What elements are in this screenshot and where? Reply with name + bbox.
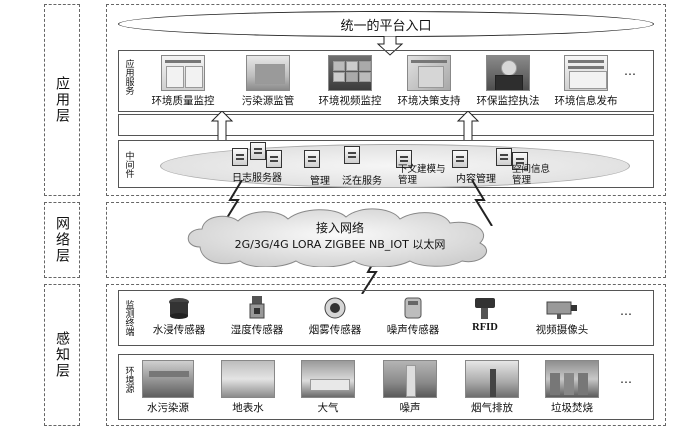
network-layer-frame (44, 202, 80, 278)
interface-arrow (210, 111, 234, 141)
monitoring-terminals-box (118, 290, 654, 346)
sensor-label: RFID (472, 322, 498, 333)
incineration-photo-icon (545, 360, 599, 398)
middleware-label: 中间件 (123, 150, 134, 178)
info-site-screenshot-icon (564, 55, 608, 91)
decision-map-screenshot-icon (407, 55, 451, 91)
camera-icon (546, 301, 577, 319)
rfid-reader-icon (475, 298, 495, 319)
sources-more: … (620, 372, 633, 386)
sensor-tile: 水浸传感器 (144, 296, 214, 337)
sensor-tile: 噪声传感器 (378, 296, 448, 337)
access-network-protocols: 2G/3G/4G LORA ZIGBEE NB_IOT 以太网 (234, 238, 446, 251)
sensor-label: 水浸传感器 (152, 324, 206, 336)
sensor-label: 烟雾传感器 (308, 324, 362, 336)
sensors-more: … (620, 304, 633, 318)
server-icon (512, 152, 528, 170)
network-content-frame (106, 202, 666, 278)
access-network-cloud (187, 208, 487, 267)
portal-arrow (376, 36, 404, 56)
app-service-tile: 环境质量监控 (148, 55, 218, 108)
app-service-label: 环境决策支持 (397, 95, 461, 107)
server-icon (232, 148, 248, 166)
platform-portal: 统一的平台入口 (118, 11, 654, 37)
middleware-item-label: 空间信息管理 (512, 164, 551, 186)
source-label: 大气 (317, 402, 339, 414)
smoke-sensor-icon (324, 297, 346, 319)
water-pollution-photo-icon (142, 360, 194, 398)
middleware-item-label: 日志服务器 (232, 173, 282, 184)
app-services-box (118, 50, 654, 112)
server-icon (304, 150, 320, 168)
server-icon (396, 150, 412, 168)
source-label: 水污染源 (147, 402, 189, 414)
server-icon (250, 142, 266, 160)
sensor-tile: 烟雾传感器 (300, 296, 370, 337)
interface-band (118, 114, 654, 136)
noise-photo-icon (383, 360, 437, 398)
app-service-label: 环境信息发布 (554, 95, 618, 107)
application-layer-frame (44, 4, 80, 196)
server-icon (452, 150, 468, 168)
application-content-frame (106, 4, 666, 196)
sensor-tile: RFID (450, 296, 520, 333)
app-service-tile: 污染源监管 (233, 55, 303, 108)
app-service-label: 环境视频监控 (318, 95, 382, 107)
app-service-tile: 环境视频监控 (310, 55, 390, 108)
water-sensor-icon (169, 298, 189, 319)
source-label: 噪声 (399, 402, 421, 414)
app-services-more: … (624, 64, 637, 78)
flue-gas-photo-icon (465, 360, 519, 398)
app-service-tile: 环境决策支持 (389, 55, 469, 108)
interface-arrow (456, 111, 480, 141)
source-label: 垃圾焚烧 (551, 402, 593, 414)
source-tile: 地表水 (218, 360, 278, 415)
server-icon (266, 150, 282, 168)
wireless-link-icon (471, 180, 493, 226)
app-service-label: 环境质量监控 (151, 95, 215, 107)
server-icon (496, 148, 512, 166)
atmosphere-photo-icon (301, 360, 355, 398)
application-layer-label: 应用层 (54, 76, 70, 124)
source-tile: 噪声 (380, 360, 440, 415)
source-tile: 烟气排放 (462, 360, 522, 415)
middleware-item-label: 下文建模与管理 (398, 164, 446, 186)
pollution-source-photo-icon (246, 55, 290, 91)
environment-sources-label: 环境源 (123, 365, 134, 393)
environment-sources-box (118, 354, 654, 420)
app-service-tile: 环保监控执法 (468, 55, 548, 108)
noise-sensor-icon (404, 297, 422, 319)
perception-layer-frame (44, 284, 80, 426)
access-network-title: 接入网络 (315, 221, 364, 235)
app-service-label: 环保监控执法 (476, 95, 540, 107)
middleware-item-label: 泛在服务 (342, 176, 382, 187)
monitor-screenshot-icon (161, 55, 205, 91)
officer-photo-icon (486, 55, 530, 91)
perception-layer-label: 感知层 (54, 331, 70, 379)
sensor-tile: 湿度传感器 (222, 296, 292, 337)
app-service-label: 污染源监管 (241, 95, 295, 107)
source-tile: 垃圾焚烧 (542, 360, 602, 415)
sensor-label: 视频摄像头 (535, 324, 589, 336)
sensor-tile: 视频摄像头 (522, 296, 602, 337)
middleware-item-label: 管理 (310, 176, 330, 187)
surface-water-photo-icon (221, 360, 275, 398)
source-label: 烟气排放 (471, 402, 513, 414)
source-tile: 水污染源 (138, 360, 198, 415)
perception-content-frame (106, 284, 666, 426)
wireless-link-icon (221, 180, 243, 226)
app-service-tile: 环境信息发布 (546, 55, 626, 108)
app-services-label: 应用服务 (123, 59, 134, 95)
middleware-item-label: 内容管理 (456, 174, 496, 185)
server-icon (344, 146, 360, 164)
video-wall-photo-icon (328, 55, 372, 91)
source-label: 地表水 (232, 402, 264, 414)
sensor-label: 湿度传感器 (230, 324, 284, 336)
portal-label: 统一的平台入口 (340, 18, 432, 34)
network-layer-label: 网络层 (54, 216, 70, 264)
monitoring-terminals-label: 监测终端 (123, 300, 134, 336)
source-tile: 大气 (298, 360, 358, 415)
humidity-sensor-icon (249, 296, 265, 319)
sensor-label: 噪声传感器 (386, 324, 440, 336)
